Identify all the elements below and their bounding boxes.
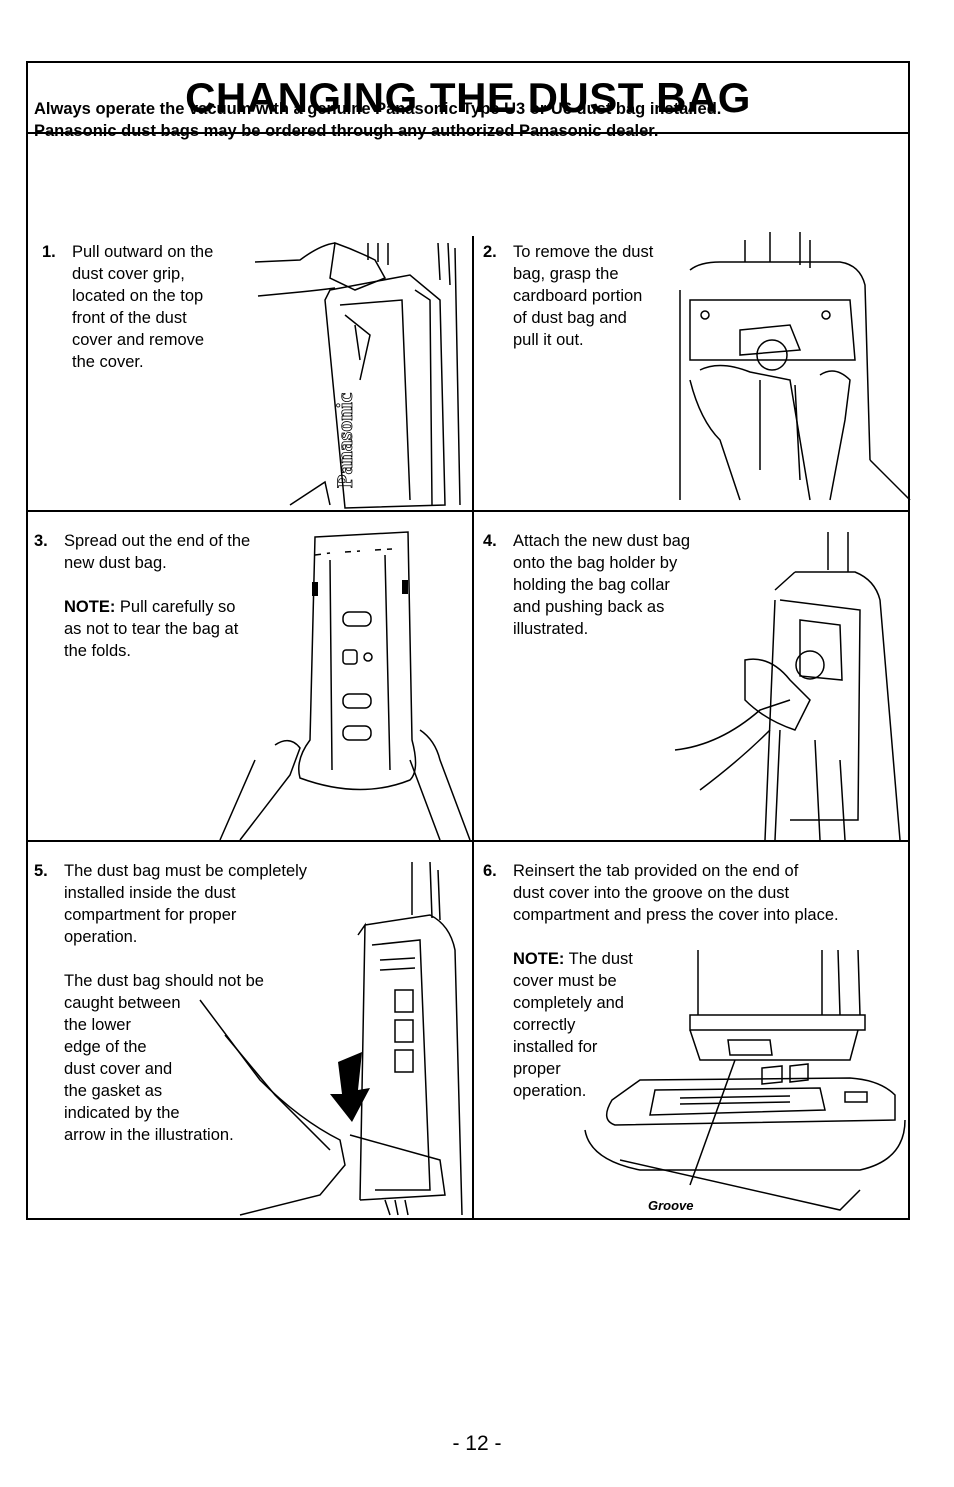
step-5-line: compartment for proper: [64, 906, 237, 924]
page-title: CHANGING THE DUST BAG: [185, 73, 751, 121]
step-5-number: 5.: [34, 862, 48, 880]
step-6-note-line: correctly: [513, 1016, 576, 1034]
step-3-note-line: Pull carefully so: [115, 598, 236, 616]
step-5-extra-line: the lower: [64, 1016, 131, 1034]
title-bar: CHANGING THE DUST BAG: [28, 63, 908, 134]
intro-warning: Always operate the vacuum with a genuine…: [34, 98, 874, 142]
step-1-line: dust cover grip,: [72, 265, 185, 283]
step-3-note-line: as not to tear the bag at: [64, 620, 239, 638]
instruction-frame: CHANGING THE DUST BAG: [26, 61, 910, 1220]
step-4-number: 4.: [483, 532, 497, 550]
step-6-line: Reinsert the tab provided on the end of: [513, 862, 799, 880]
step-6-line: dust cover into the groove on the dust: [513, 884, 790, 902]
step-5-extra-line: arrow in the illustration.: [64, 1126, 234, 1144]
grid-divider-row-1: [26, 510, 910, 512]
step-5-extra-line: edge of the: [64, 1038, 147, 1056]
step-5-extra-line: the gasket as: [64, 1082, 163, 1100]
step-1-number: 1.: [42, 243, 56, 261]
step-3-number: 3.: [34, 532, 48, 550]
step-2-line: of dust bag and: [513, 309, 627, 327]
step-1-line: Pull outward on the: [72, 243, 214, 261]
step-6-line: compartment and press the cover into pla…: [513, 906, 839, 924]
step-4-line: illustrated.: [513, 620, 589, 638]
step-4-line: Attach the new dust bag: [513, 532, 691, 550]
groove-label: Groove: [648, 1198, 694, 1213]
step-1-line: front of the dust: [72, 309, 187, 327]
step-1-line: located on the top: [72, 287, 204, 305]
step-6-note-line: The dust: [564, 950, 633, 968]
step-1-line: cover and remove: [72, 331, 205, 349]
step-3-note-line: the folds.: [64, 642, 131, 660]
step-1-line: the cover.: [72, 353, 144, 371]
step-6-note-line: completely and: [513, 994, 624, 1012]
step-5-line: installed inside the dust: [64, 884, 236, 902]
step-6-note-line: operation.: [513, 1082, 587, 1100]
grid-divider-row-2: [26, 840, 910, 842]
step-4-line: onto the bag holder by: [513, 554, 678, 572]
step-3-note-label: NOTE:: [64, 598, 116, 616]
step-4-line: and pushing back as: [513, 598, 665, 616]
step-2-line: pull it out.: [513, 331, 584, 349]
step-5-extra-line: dust cover and: [64, 1060, 173, 1078]
intro-line-2: Panasonic dust bags may be ordered throu…: [34, 122, 659, 140]
step-4-line: holding the bag collar: [513, 576, 670, 594]
step-6-note-label: NOTE:: [513, 950, 565, 968]
step-5-line: operation.: [64, 928, 138, 946]
step-6-number: 6.: [483, 862, 497, 880]
step-6-note-line: proper: [513, 1060, 561, 1078]
step-2-line: To remove the dust: [513, 243, 654, 261]
step-3-line: Spread out the end of the: [64, 532, 251, 550]
step-2-line: cardboard portion: [513, 287, 643, 305]
step-2-line: bag, grasp the: [513, 265, 619, 283]
grid-divider-vertical: [472, 236, 474, 1220]
step-5-extra-line: caught between: [64, 994, 181, 1012]
intro-line-1: Always operate the vacuum with a genuine…: [34, 100, 722, 118]
step-6-note-line: installed for: [513, 1038, 598, 1056]
step-2-number: 2.: [483, 243, 497, 261]
brand-label: Panasonic: [332, 392, 357, 488]
step-5-extra-line: The dust bag should not be: [64, 972, 264, 990]
step-3-line: new dust bag.: [64, 554, 167, 572]
step-5-line: The dust bag must be completely: [64, 862, 308, 880]
step-6-note-line: cover must be: [513, 972, 617, 990]
step-5-extra-line: indicated by the: [64, 1104, 180, 1122]
page-number: - 12 -: [452, 1432, 502, 1455]
